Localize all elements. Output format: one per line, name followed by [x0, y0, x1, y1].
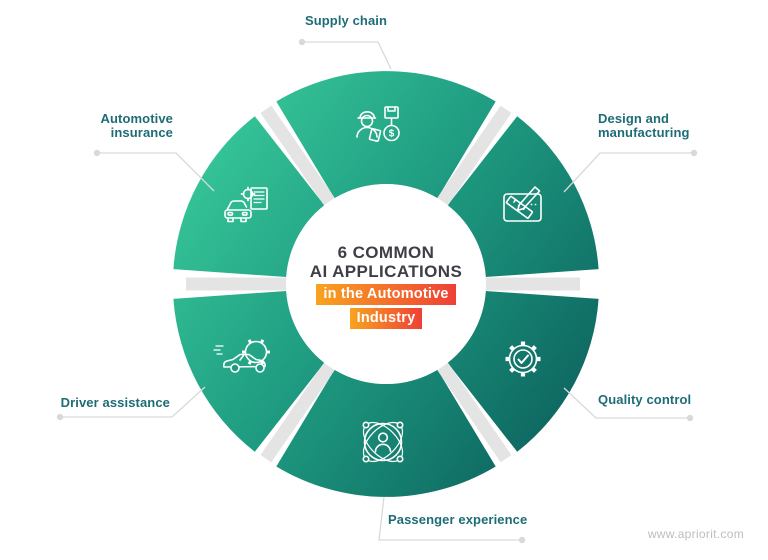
- connectors: [61, 41, 693, 541]
- connector-insurance: [98, 152, 215, 192]
- dot-supply-chain: [298, 38, 306, 46]
- label-design-manufacturing: Design and manufacturing: [598, 111, 690, 140]
- dot-design: [690, 149, 698, 157]
- segment-driver-assistance: [173, 291, 325, 452]
- segment-supply-chain: [276, 71, 496, 199]
- connector-passenger: [378, 496, 520, 541]
- divider-bottom-right: [437, 362, 512, 463]
- dot-passenger: [518, 536, 526, 544]
- divider-right: [478, 277, 580, 291]
- divider-top-left: [260, 105, 335, 206]
- label-passenger-experience: Passenger experience: [388, 512, 528, 527]
- gear-checkmark-icon: [505, 341, 541, 377]
- watermark-url: www.apriorit.com: [647, 527, 744, 541]
- title-line-2: AI APPLICATIONS: [309, 262, 463, 281]
- connector-driver: [61, 386, 206, 418]
- worker-package-dollar-icon: $: [356, 106, 400, 143]
- segment-design-manufacturing: [447, 116, 599, 277]
- label-driver-assistance: Driver assistance: [60, 395, 170, 410]
- segment-automotive-insurance: [173, 116, 325, 277]
- label-supply-chain: Supply chain: [304, 13, 388, 28]
- connector-supply-chain: [303, 41, 392, 70]
- divider-bottom-left: [260, 362, 335, 463]
- connector-dots: [56, 38, 698, 544]
- car-gear-icon: [213, 339, 270, 373]
- segment-quality-control: [447, 291, 599, 452]
- divider-strips: [186, 105, 580, 463]
- highlight-line-2: Industry: [349, 308, 423, 329]
- ring-segments: [173, 71, 599, 497]
- svg-text:$: $: [389, 129, 395, 140]
- dot-driver: [56, 413, 64, 421]
- title-line-1: 6 COMMON: [337, 243, 435, 262]
- person-network-icon: [362, 421, 404, 463]
- segment-passenger-experience: [276, 369, 496, 497]
- dot-quality: [686, 414, 694, 422]
- car-document-gear-icon: [224, 186, 268, 223]
- drafting-pad-pencil-ruler-icon: [503, 186, 542, 222]
- label-quality-control: Quality control: [598, 392, 692, 407]
- label-automotive-insurance: Automotive insurance: [100, 111, 173, 140]
- divider-left: [186, 277, 292, 291]
- center-title-block: 6 COMMON AI APPLICATIONS in the Automoti…: [276, 243, 496, 329]
- dot-insurance: [93, 149, 101, 157]
- highlight-line-1: in the Automotive: [316, 284, 456, 305]
- connector-design: [563, 152, 693, 193]
- divider-top-right: [437, 105, 512, 206]
- connector-quality: [563, 387, 688, 419]
